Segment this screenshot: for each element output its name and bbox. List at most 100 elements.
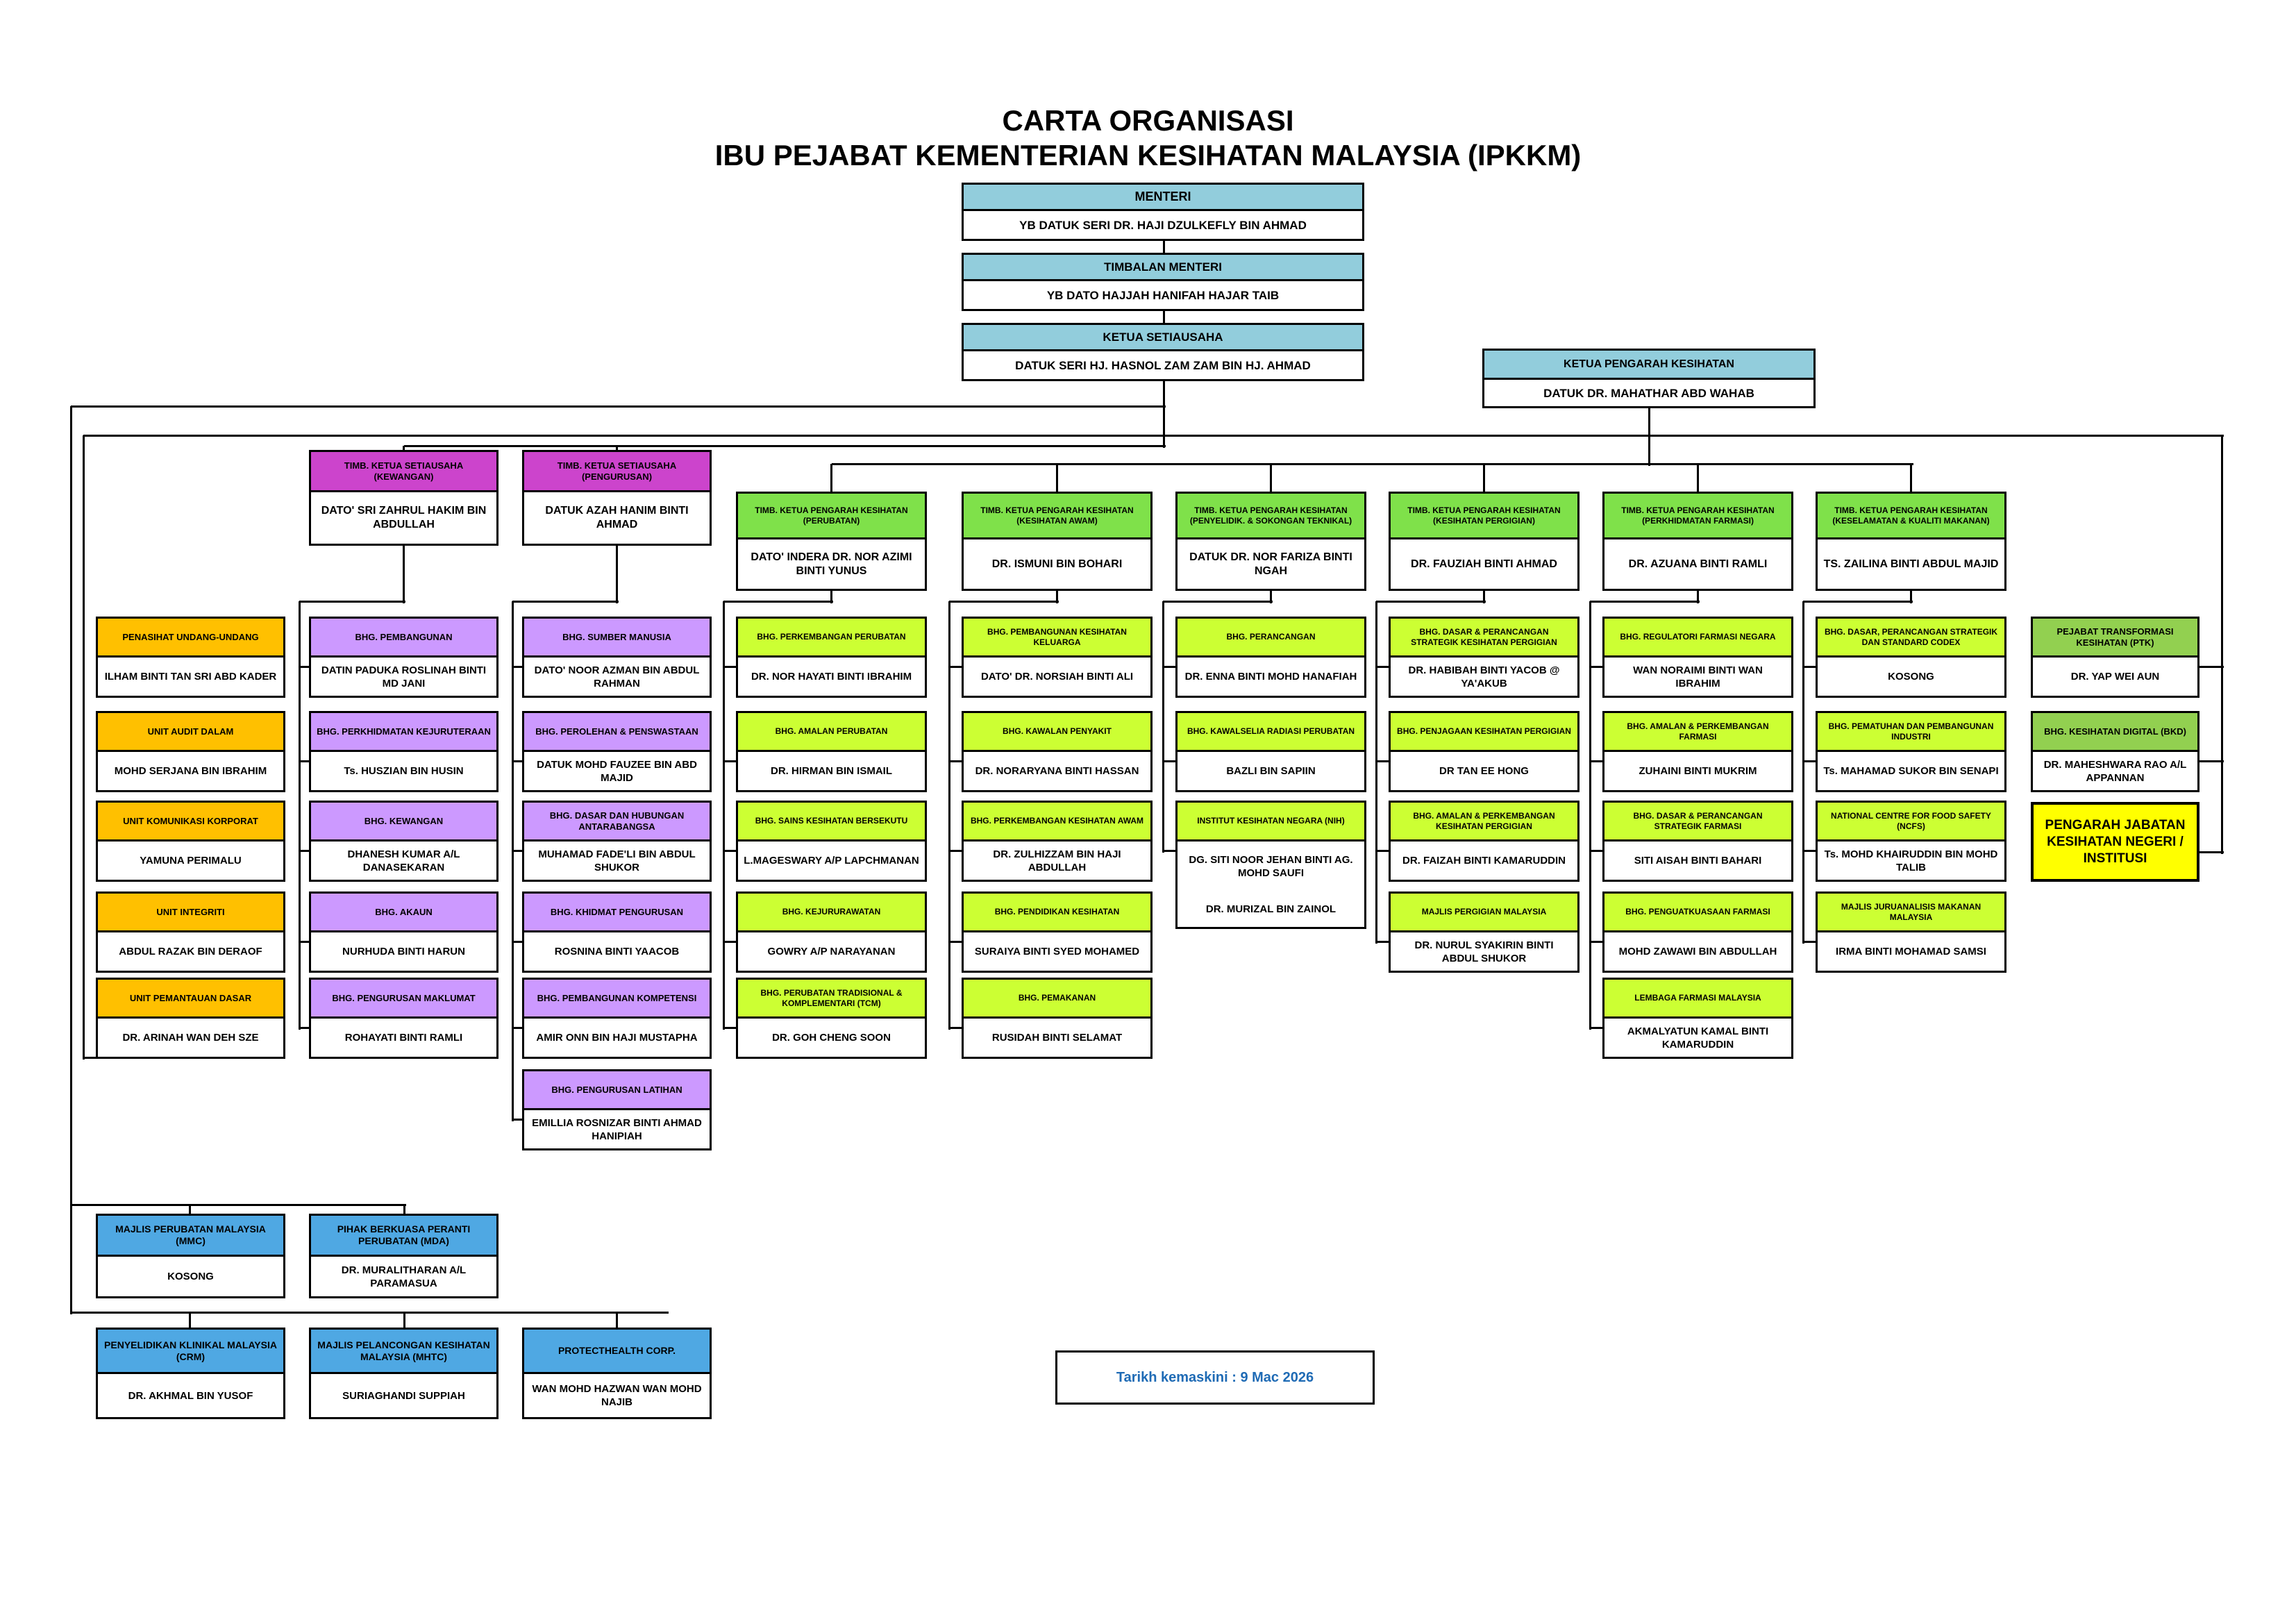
- box-name: DR. FAUZIAH BINTI AHMAD: [1411, 558, 1557, 570]
- box-title: BHG. PERUBATAN TRADISIONAL & KOMPLEMENTA…: [738, 980, 925, 1019]
- box-title: BHG. SAINS KESIHATAN BERSEKUTU: [738, 803, 925, 842]
- connector-line: [1163, 666, 1178, 668]
- box-kpk-deputy: TIMB. KETUA PENGARAH KESIHATAN (PENYELID…: [1175, 492, 1366, 591]
- box-name: DATUK MOHD FAUZEE BIN ABD MAJID: [537, 758, 697, 784]
- chart-title: CARTA ORGANISASI: [1002, 104, 1294, 137]
- connector-line: [299, 760, 311, 762]
- box-ketua-pengarah: KETUA PENGARAH KESIHATAN DATUK DR. MAHATH…: [1482, 349, 1816, 408]
- box-state-directors: PENGARAH JABATAN KESIHATAN NEGERI / INST…: [2031, 802, 2199, 882]
- box-title: MAJLIS PERUBATAN MALAYSIA (MMC): [98, 1216, 283, 1257]
- box-title: MAJLIS PERGIGIAN MALAYSIA: [1391, 894, 1577, 932]
- connector-line: [1648, 435, 1650, 466]
- connector-line: [1483, 591, 1485, 603]
- box-title: BHG. PEMBANGUNAN: [311, 619, 496, 658]
- box-title: TIMB. KETUA PENGARAH KESIHATAN (PERKHIDM…: [1604, 494, 1791, 539]
- connector-line: [1590, 760, 1604, 762]
- box-name: DATUK DR. NOR FARIZA BINTI NGAH: [1189, 551, 1352, 577]
- box-ksu-division: BHG. KEWANGAN DHANESH KUMAR A/L DANASEKAR…: [309, 801, 498, 882]
- box-statutory-body: PENYELIDIKAN KLINIKAL MALAYSIA (CRM)DR. …: [96, 1328, 285, 1419]
- connector-line: [1163, 760, 1178, 762]
- connector-line: [949, 601, 1059, 603]
- connector-line: [1056, 464, 1058, 494]
- box-ksu-division: BHG. KHIDMAT PENGURUSAN ROSNINA BINTI YAA…: [522, 891, 712, 973]
- connector-line: [949, 760, 964, 762]
- connector-line: [2199, 666, 2224, 668]
- connector-line: [830, 591, 832, 603]
- connector-line: [1162, 601, 1164, 853]
- box-kpk-division: BHG. PERUBATAN TRADISIONAL & KOMPLEMENTA…: [736, 978, 927, 1059]
- box-title: BHG. KESIHATAN DIGITAL (BKD): [2033, 713, 2197, 752]
- box-title: PENYELIDIKAN KLINIKAL MALAYSIA (CRM): [98, 1330, 283, 1374]
- connector-line: [1803, 941, 1818, 943]
- box-title: BHG. AMALAN & PERKEMBANGAN KESIHATAN PER…: [1391, 803, 1577, 842]
- box-name: DR. NURUL SYAKIRIN BINTI ABDUL SHUKOR: [1414, 939, 1554, 964]
- connector-line: [83, 435, 85, 1060]
- connector-line: [1589, 601, 1591, 1030]
- connector-line: [832, 463, 1913, 465]
- connector-line: [1590, 941, 1604, 943]
- box-statutory-body: PIHAK BERKUASA PERANTI PERUBATAN (MDA)DR…: [309, 1214, 498, 1298]
- box-name: SURAIYA BINTI SYED MOHAMED: [974, 946, 1140, 957]
- box-kpk-division: NATIONAL CENTRE FOR FOOD SAFETY (NCFS)Ts…: [1816, 801, 2006, 882]
- connector-line: [949, 1027, 964, 1029]
- box-name: DATUK DR. MAHATHAR ABD WAHAB: [1543, 386, 1754, 400]
- connector-line: [299, 850, 311, 852]
- box-name: NURHUDA BINTI HARUN: [342, 946, 465, 957]
- box-kpk-direct-unit: BHG. KESIHATAN DIGITAL (BKD)DR. MAHESHWA…: [2031, 711, 2199, 792]
- box-ksu-deputy: TIMB. KETUA SETIAUSAHA (KEWANGAN)DATO' S…: [309, 450, 498, 546]
- box-title: UNIT INTEGRITI: [98, 894, 283, 932]
- box-title: LEMBAGA FARMASI MALAYSIA: [1604, 980, 1791, 1019]
- connector-line: [404, 445, 1166, 447]
- connector-line: [830, 464, 832, 494]
- box-name: DATO' DR. NORSIAH BINTI ALI: [980, 671, 1134, 683]
- connector-line: [299, 601, 405, 603]
- box-name: DATO' INDERA DR. NOR AZIMI BINTI YUNUS: [751, 551, 912, 577]
- box-name: ZUHAINI BINTI MUKRIM: [1639, 765, 1757, 777]
- connector-line: [83, 1057, 98, 1059]
- box-kpk-division: BHG. DASAR & PERANCANGAN STRATEGIK FARMA…: [1602, 801, 1793, 882]
- connector-line: [403, 446, 405, 452]
- box-name: MOHD SERJANA BIN IBRAHIM: [114, 765, 267, 777]
- box-title: BHG. KHIDMAT PENGURUSAN: [524, 894, 710, 932]
- box-kpk-division: BHG. DASAR & PERANCANGAN STRATEGIK KESIH…: [1389, 617, 1579, 698]
- box-title: BHG. KEWANGAN: [311, 803, 496, 842]
- box-name: DHANESH KUMAR A/L DANASEKARAN: [347, 848, 460, 873]
- box-title: BHG. DASAR, PERANCANGAN STRATEGIK DAN ST…: [1818, 619, 2004, 658]
- box-title: BHG. SUMBER MANUSIA: [524, 619, 710, 658]
- box-title: BHG. PERKEMBANGAN KESIHATAN AWAM: [964, 803, 1150, 842]
- box-name: WAN MOHD HAZWAN WAN MOHD NAJIB: [532, 1383, 702, 1408]
- box-name: ILHAM BINTI TAN SRI ABD KADER: [104, 671, 277, 683]
- connector-line: [299, 1027, 311, 1029]
- box-name: DATO' SRI ZAHRUL HAKIM BIN ABDULLAH: [321, 505, 487, 530]
- box-title: BHG. PENDIDIKAN KESIHATAN: [964, 894, 1150, 932]
- connector-line: [1910, 591, 1912, 603]
- connector-line: [403, 1312, 405, 1330]
- box-kpk-division: BHG. AMALAN & PERKEMBANGAN KESIHATAN PER…: [1389, 801, 1579, 882]
- connector-line: [1270, 464, 1272, 494]
- connector-line: [83, 435, 1166, 437]
- connector-line: [723, 1027, 738, 1029]
- connector-line: [189, 1312, 191, 1330]
- connector-line: [723, 850, 738, 852]
- connector-line: [1483, 464, 1485, 494]
- box-title: KETUA PENGARAH KESIHATAN: [1484, 351, 1813, 380]
- box-name: ROSNINA BINTI YAACOB: [554, 946, 680, 957]
- box-title: TIMBALAN MENTERI: [964, 255, 1362, 281]
- connector-line: [1375, 601, 1377, 944]
- box-statutory-body: PROTECTHEALTH CORP.WAN MOHD HAZWAN WAN M…: [522, 1328, 712, 1419]
